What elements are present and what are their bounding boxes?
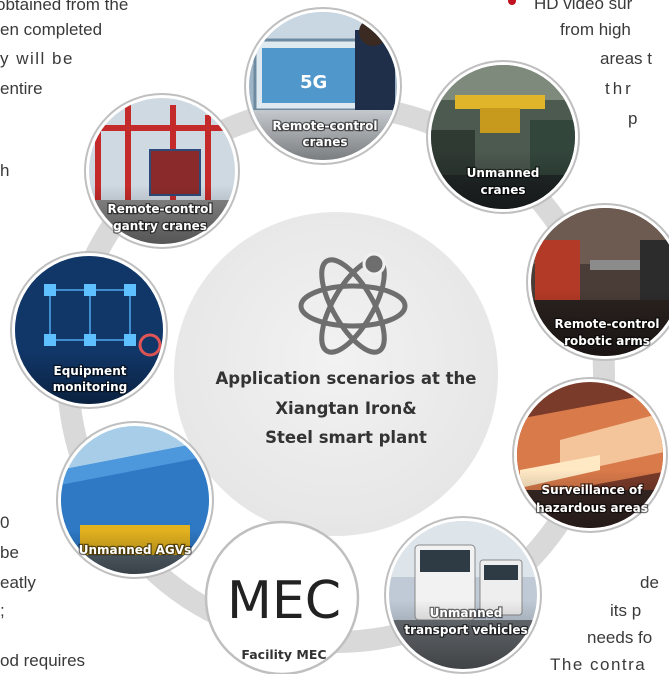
node-caption: Equipment xyxy=(54,364,127,378)
node-unmanned-cranes[interactable]: Unmanned cranes xyxy=(425,60,585,220)
left-text-line: od requires xyxy=(0,651,86,670)
left-text-line: obtained from the xyxy=(0,0,129,14)
node-caption: cranes xyxy=(303,135,348,149)
node-caption: hazardous areas xyxy=(536,501,648,515)
center-title-line: Steel smart plant xyxy=(265,428,427,447)
right-text-line: p xyxy=(628,109,638,128)
node-caption: Remote-control xyxy=(273,119,378,133)
node-facility-mec[interactable]: MEC Facility MEC xyxy=(204,520,360,674)
right-text-line: thr xyxy=(605,79,634,98)
node-caption: robotic arms xyxy=(564,334,650,348)
node-caption: Surveillance of xyxy=(542,483,644,497)
node-remote-control-robotic-arms[interactable]: Remote-control robotic arms xyxy=(526,203,669,364)
right-text-line: de xyxy=(640,573,659,592)
node-caption: Facility MEC xyxy=(241,647,326,662)
left-text-line: entire xyxy=(0,79,43,98)
node-caption: monitoring xyxy=(53,380,128,394)
left-text-line: ; xyxy=(0,601,5,620)
node-unmanned-transport-vehicles[interactable]: Unmanned transport vehicles xyxy=(384,516,545,674)
node-remote-control-cranes[interactable]: 5G Remote-control cranes xyxy=(244,7,405,170)
right-text-line: HD video sur xyxy=(534,0,633,13)
node-caption: gantry cranes xyxy=(113,219,207,233)
right-text-line: its p xyxy=(610,601,642,620)
node-caption: cranes xyxy=(481,183,526,197)
left-text-line: 0 xyxy=(0,513,10,532)
bullet-dot xyxy=(508,0,516,5)
node-image xyxy=(517,382,663,528)
center-title-line: Application scenarios at the xyxy=(216,369,477,388)
left-text-line: eatly xyxy=(0,573,36,592)
center-title-line: Xiangtan Iron& xyxy=(275,399,416,418)
node-caption: Remote-control xyxy=(108,202,213,216)
node-caption: Unmanned AGVs xyxy=(79,543,191,557)
right-text-line: needs fo xyxy=(587,628,653,647)
node-image xyxy=(15,256,163,404)
left-text-line: en completed xyxy=(0,20,103,39)
5g-badge: 5G xyxy=(300,72,327,93)
left-text-line: be xyxy=(0,543,19,562)
node-equipment-monitoring[interactable]: Equipment monitoring xyxy=(10,251,171,412)
left-text-line: y will be xyxy=(0,49,74,68)
node-caption: Unmanned xyxy=(467,166,540,180)
right-text-line: areas t xyxy=(600,49,652,68)
center-hub: Application scenarios at the Xiangtan Ir… xyxy=(174,212,498,536)
node-unmanned-agvs[interactable]: Unmanned AGVs xyxy=(56,421,217,582)
node-image xyxy=(389,521,537,669)
node-surveillance-of-hazardous-areas[interactable]: Surveillance of hazardous areas xyxy=(512,377,669,538)
left-text-line: h xyxy=(0,161,10,180)
atom-icon xyxy=(298,252,408,355)
mec-label: MEC xyxy=(227,571,341,631)
right-text-line: The contra xyxy=(550,655,647,674)
right-text-line: from high xyxy=(560,20,631,39)
node-caption: Unmanned xyxy=(430,606,503,620)
node-caption: transport vehicles xyxy=(404,623,527,637)
node-caption: Remote-control xyxy=(555,317,660,331)
